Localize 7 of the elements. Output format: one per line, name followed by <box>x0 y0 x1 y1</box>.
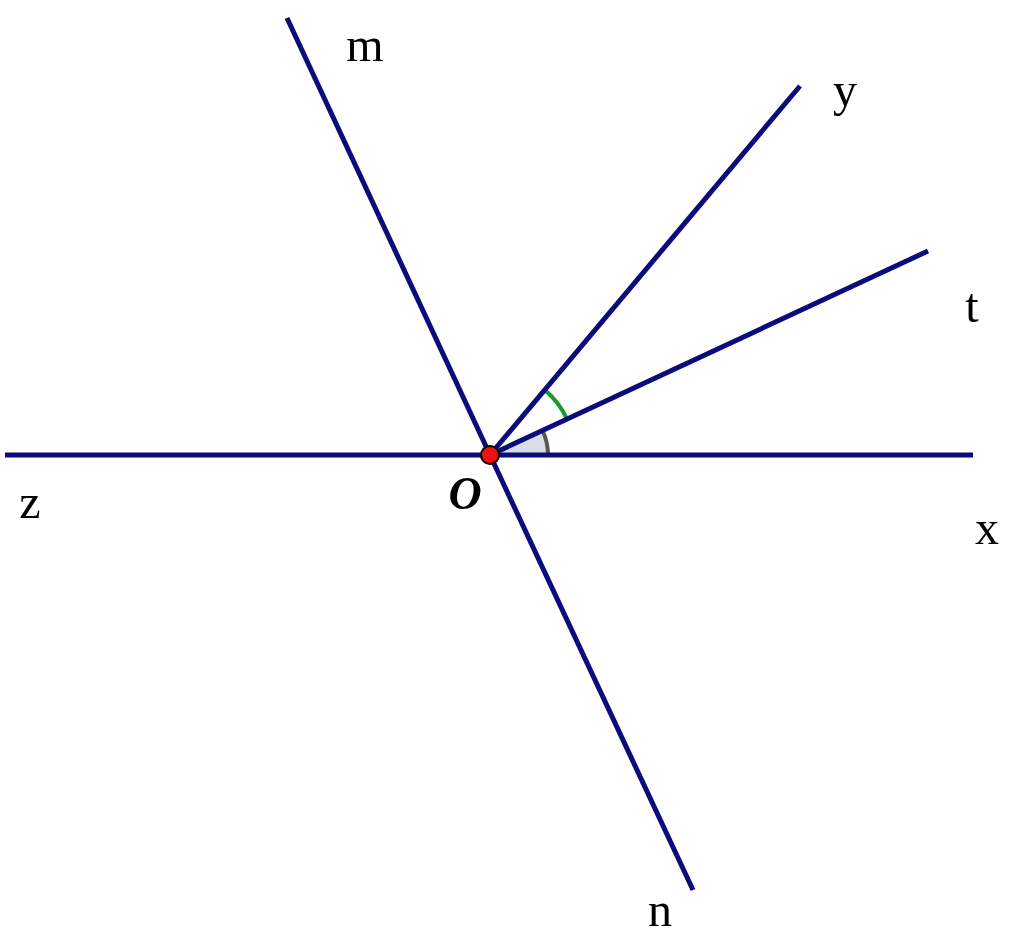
ray-label: n <box>648 886 672 932</box>
point-label: O <box>448 471 482 517</box>
ray-label: m <box>346 21 384 69</box>
ray-label: t <box>965 282 979 330</box>
ray-label: z <box>19 478 41 526</box>
ray-label: y <box>833 66 857 114</box>
ray-label: x <box>975 504 999 552</box>
